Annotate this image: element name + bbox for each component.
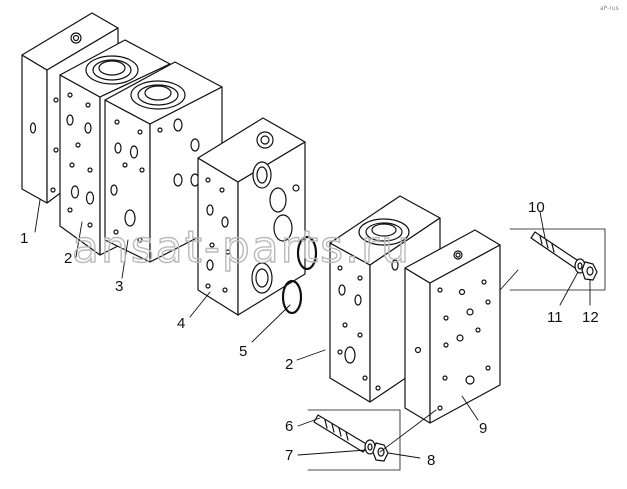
end-plate-part-9 bbox=[404, 229, 501, 424]
o-rings-part-5 bbox=[281, 235, 318, 315]
label-part-3: 3 bbox=[115, 278, 123, 295]
tie-rod-assembly-upper bbox=[509, 228, 606, 291]
label-part-7: 7 bbox=[285, 447, 293, 464]
label-part-5: 5 bbox=[239, 343, 247, 360]
label-part-1: 1 bbox=[20, 230, 28, 247]
label-part-6: 6 bbox=[285, 418, 293, 435]
tie-rod-assembly-lower bbox=[307, 409, 401, 471]
label-part-8: 8 bbox=[427, 452, 435, 469]
label-part-2-right: 2 bbox=[285, 356, 293, 373]
label-part-12: 12 bbox=[582, 309, 599, 326]
label-part-9: 9 bbox=[479, 420, 487, 437]
label-part-10: 10 bbox=[528, 199, 545, 216]
leader-lines bbox=[34, 199, 591, 459]
corner-mark: aP-rus bbox=[600, 5, 619, 12]
label-part-4: 4 bbox=[177, 315, 185, 332]
watermark-text: ansat-parts.ru bbox=[72, 222, 411, 273]
label-part-2-left: 2 bbox=[64, 250, 72, 267]
label-part-11: 11 bbox=[547, 309, 563, 326]
valve-section-part-4 bbox=[197, 117, 306, 316]
